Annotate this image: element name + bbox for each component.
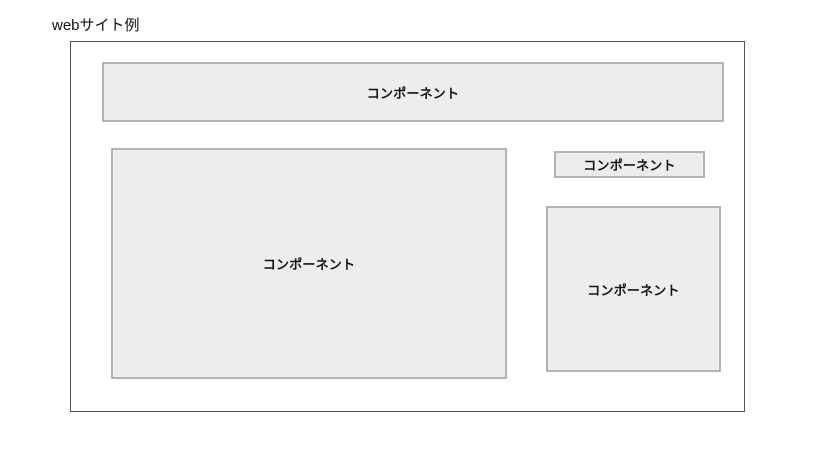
sidebar-main-component[interactable]: コンポーネント xyxy=(546,206,721,372)
header-component[interactable]: コンポーネント xyxy=(102,62,724,122)
main-content-component-label: コンポーネント xyxy=(262,257,356,272)
sidebar-main-component-label: コンポーネント xyxy=(587,282,680,298)
page-title: webサイト例 xyxy=(52,17,140,34)
main-content-component[interactable]: コンポーネント xyxy=(111,148,507,379)
sidebar-top-component[interactable]: コンポーネント xyxy=(554,151,705,178)
website-layout-frame: コンポーネント コンポーネント コンポーネント コンポーネント xyxy=(70,41,745,412)
header-component-label: コンポーネント xyxy=(366,85,460,101)
sidebar-top-component-label: コンポーネント xyxy=(583,158,676,173)
